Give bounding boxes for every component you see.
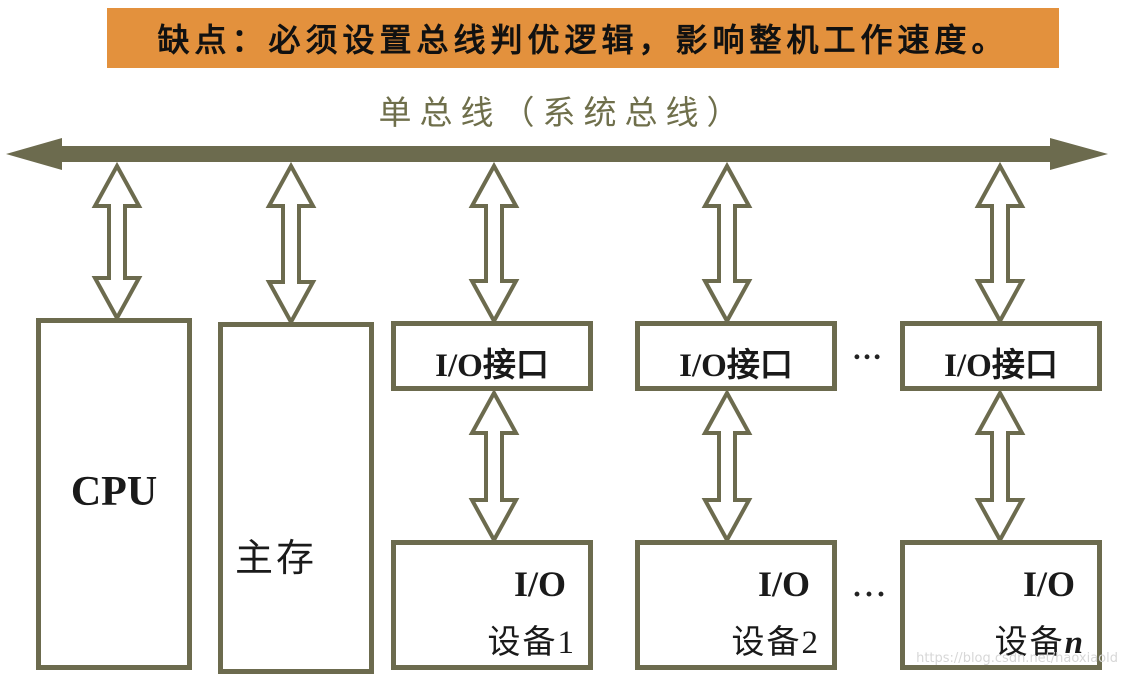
io-device-type: I/O	[757, 564, 810, 604]
io-interface-label: I/O接口	[944, 348, 1058, 384]
io-device-type: I/O	[513, 564, 566, 604]
interface-1-device-arrow	[468, 388, 520, 545]
interface-ellipsis: …	[852, 333, 884, 366]
io-interface-box-n: I/O接口	[900, 321, 1102, 391]
io-device-box-2: I/O 设备2	[635, 540, 837, 670]
interface-n-bus-arrow	[974, 161, 1026, 326]
interface-1-bus-arrow	[468, 161, 520, 326]
io-device-name: 设备n	[994, 622, 1083, 661]
interface-2-bus-arrow	[701, 161, 753, 326]
cpu-bus-arrow	[91, 161, 143, 323]
io-device-name: 设备1	[487, 622, 575, 661]
drawback-banner: 缺点：必须设置总线判优逻辑，影响整机工作速度。	[107, 8, 1059, 68]
interface-2-device-arrow	[701, 388, 753, 545]
io-device-type: I/O	[1022, 564, 1075, 604]
io-device-name: 设备2	[731, 622, 819, 661]
io-interface-box-2: I/O接口	[635, 321, 837, 391]
interface-n-device-arrow	[974, 388, 1026, 545]
memory-bus-arrow	[265, 161, 317, 327]
bus-title: 单总线（系统总线）	[378, 93, 748, 132]
main-memory-label: 主存	[235, 536, 318, 580]
io-interface-box-1: I/O接口	[391, 321, 593, 391]
watermark: https://blog.csdn.net/haoxiaold	[916, 651, 1118, 666]
io-interface-label: I/O接口	[435, 348, 549, 384]
io-interface-label: I/O接口	[679, 348, 793, 384]
cpu-label: CPU	[70, 469, 158, 515]
cpu-box: CPU	[36, 318, 192, 670]
io-device-box-1: I/O 设备1	[391, 540, 593, 670]
device-ellipsis: ···	[852, 578, 889, 611]
io-device-box-n: I/O 设备n	[900, 540, 1102, 670]
system-bus-arrow	[6, 138, 1108, 170]
main-memory-box: 主存	[218, 322, 374, 674]
